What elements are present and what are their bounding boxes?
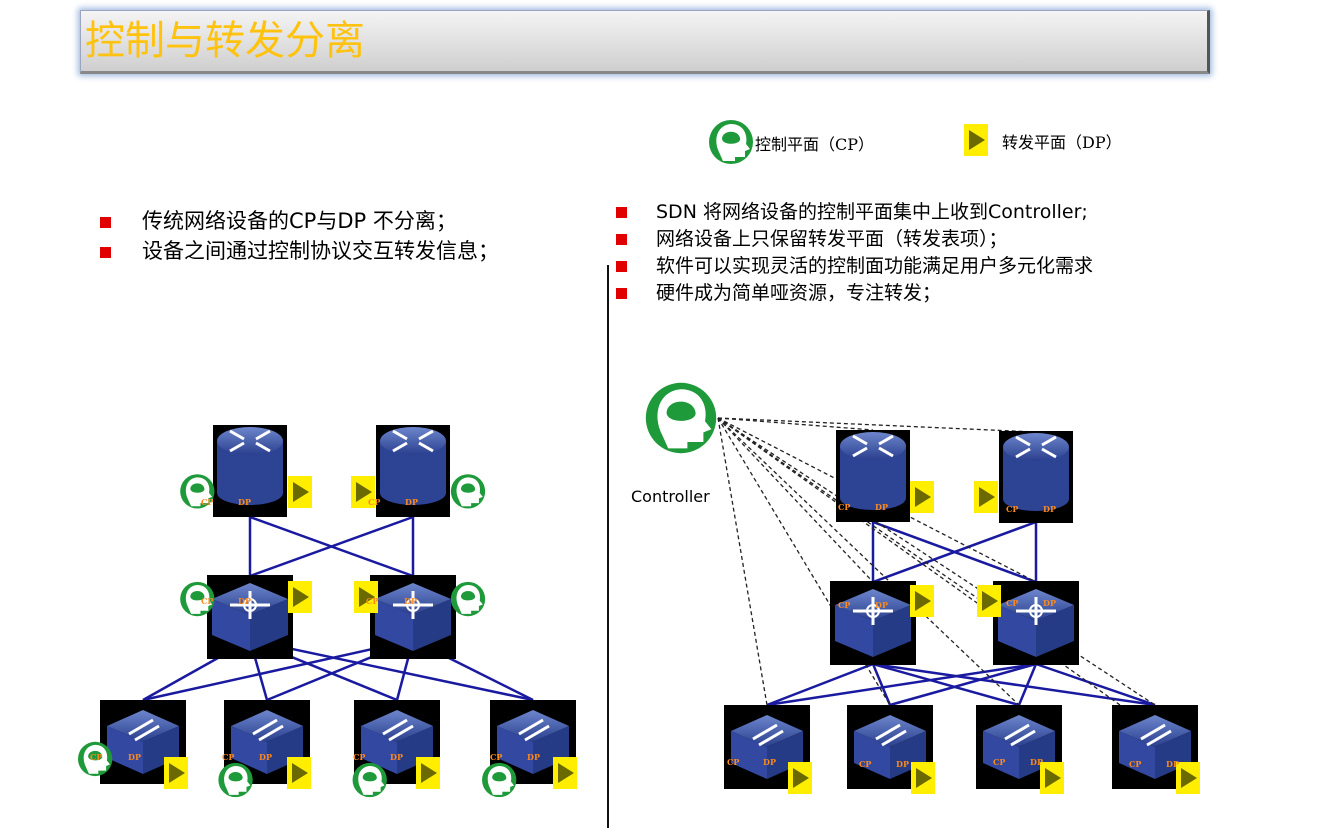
- dp-icon: [911, 762, 935, 794]
- dp-tag: DP: [763, 757, 776, 767]
- dp-icon: [977, 585, 1001, 617]
- dp-icon: [287, 757, 311, 789]
- bullet-text: 传统网络设备的CP与DP 不分离；: [142, 209, 457, 233]
- left-aggregation-switch: [368, 573, 458, 661]
- dp-tag: DP: [527, 752, 540, 762]
- cp-tag: CP: [859, 759, 871, 769]
- dp-tag: DP: [1043, 598, 1056, 608]
- cp-tag: CP: [838, 600, 850, 610]
- dp-icon: [164, 757, 188, 789]
- right-bullet-item: 软件可以实现灵活的控制面功能满足用户多元化需求: [616, 253, 1093, 280]
- bullet-square: [616, 207, 627, 218]
- cp-tag: CP: [366, 596, 378, 606]
- dp-tag: DP: [390, 752, 403, 762]
- dp-icon: [1176, 762, 1200, 794]
- right-bullet-item: 硬件成为简单哑资源，专注转发；: [616, 280, 1093, 307]
- dp-icon: [288, 581, 312, 613]
- right-links: [766, 520, 1156, 707]
- dp-icon: [974, 481, 998, 513]
- brain-icon: [352, 762, 387, 798]
- cp-tag: CP: [353, 752, 365, 762]
- dp-tag: DP: [404, 596, 417, 606]
- bullet-text: 软件可以实现灵活的控制面功能满足用户多元化需求: [656, 255, 1094, 277]
- dp-tag: DP: [875, 502, 888, 512]
- dp-tag: DP: [1166, 759, 1179, 769]
- cp-tag: CP: [838, 502, 850, 512]
- dp-icon: [553, 757, 577, 789]
- dp-icon: [288, 476, 312, 508]
- right-aggregation-switch: [991, 579, 1081, 667]
- cp-tag: CP: [90, 752, 102, 762]
- left-bullet-item: 设备之间通过控制协议交互转发信息；: [100, 236, 499, 266]
- bullet-text: 设备之间通过控制协议交互转发信息；: [142, 239, 499, 263]
- bullet-text: SDN 将网络设备的控制平面集中上收到Controller;: [656, 201, 1088, 223]
- dp-icon: [1040, 762, 1064, 794]
- legend-dp-icon: [964, 124, 988, 156]
- bullet-square: [100, 217, 111, 228]
- cp-tag: CP: [490, 752, 502, 762]
- left-aggregation-switch: [205, 573, 295, 661]
- dp-tag: DP: [875, 600, 888, 610]
- brain-icon: [482, 762, 517, 798]
- page-title: 控制与转发分离: [85, 18, 365, 64]
- bullet-square: [616, 288, 627, 299]
- dp-tag: DP: [405, 497, 418, 507]
- bullet-square: [616, 234, 627, 245]
- dp-tag: DP: [259, 752, 272, 762]
- dp-tag: DP: [896, 759, 909, 769]
- controller-links: [717, 417, 1156, 706]
- legend-cp-label: 控制平面（CP）: [755, 135, 875, 154]
- dp-tag: DP: [238, 497, 251, 507]
- brain-icon: [450, 474, 486, 509]
- cp-tag: CP: [368, 497, 380, 507]
- right-bullet-list: SDN 将网络设备的控制平面集中上收到Controller; 网络设备上只保留转…: [616, 199, 1093, 307]
- bullet-square: [100, 247, 111, 258]
- cp-tag: CP: [1129, 759, 1141, 769]
- dp-icon: [788, 762, 812, 794]
- legend-cp-icon: [709, 120, 753, 164]
- right-bullet-item: 网络设备上只保留转发平面（转发表项）；: [616, 226, 1093, 253]
- bullet-square: [616, 261, 627, 272]
- brain-icon: [450, 581, 486, 617]
- left-bullet-item: 传统网络设备的CP与DP 不分离；: [100, 206, 499, 236]
- right-bullet-item: SDN 将网络设备的控制平面集中上收到Controller;: [616, 199, 1093, 226]
- brain-icon: [218, 762, 253, 798]
- dp-tag: DP: [128, 752, 141, 762]
- cp-tag: CP: [1006, 504, 1018, 514]
- cp-tag: CP: [993, 757, 1005, 767]
- cp-tag: CP: [201, 596, 213, 606]
- dp-icon: [910, 481, 934, 513]
- bullet-text: 网络设备上只保留转发平面（转发表项）；: [656, 228, 1008, 250]
- dp-tag: DP: [1030, 757, 1043, 767]
- dp-tag: DP: [238, 596, 251, 606]
- dp-icon: [910, 585, 934, 617]
- title-bar: 控制与转发分离: [80, 10, 1210, 74]
- right-aggregation-switch: [828, 579, 918, 667]
- dp-tag: DP: [1043, 504, 1056, 514]
- cp-tag: CP: [201, 497, 213, 507]
- legend-dp-label: 转发平面（DP）: [1002, 133, 1122, 152]
- dp-icon: [416, 757, 440, 789]
- controller-label: Controller: [631, 487, 710, 506]
- cp-tag: CP: [727, 757, 739, 767]
- cp-tag: CP: [1006, 598, 1018, 608]
- cp-tag: CP: [222, 752, 234, 762]
- controller-brain-icon: [645, 382, 717, 454]
- left-bullet-list: 传统网络设备的CP与DP 不分离； 设备之间通过控制协议交互转发信息；: [100, 206, 499, 266]
- bullet-text: 硬件成为简单哑资源，专注转发；: [656, 282, 942, 304]
